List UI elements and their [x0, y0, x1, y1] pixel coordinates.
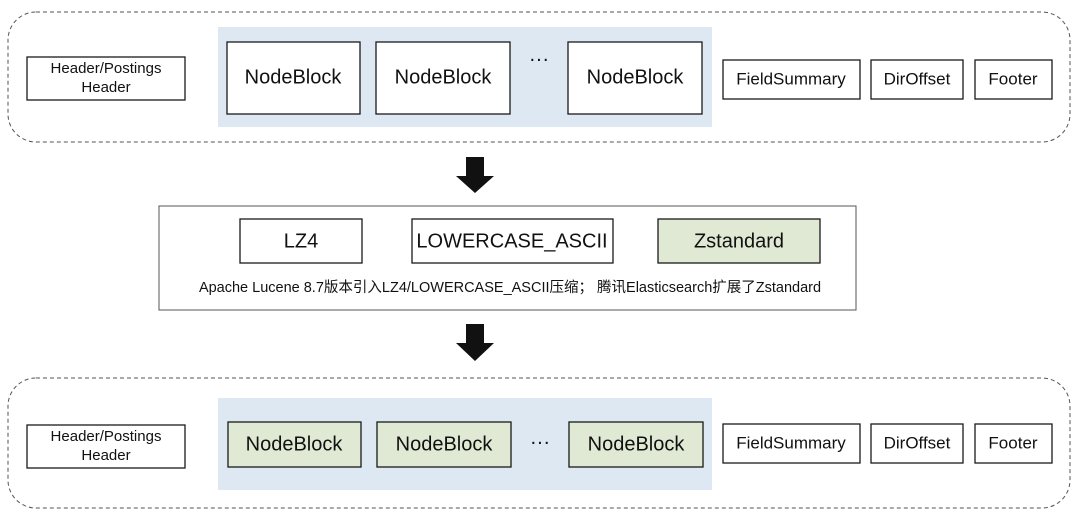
bottom-nodeblock-3-label: NodeBlock — [588, 433, 686, 455]
top-fieldsummary-label: FieldSummary — [736, 69, 846, 88]
top-nodeblock-2 — [375, 41, 511, 115]
compression-option-lz4-label: LZ4 — [284, 230, 318, 252]
bottom-row: Header/Postings Header NodeBlock NodeBlo… — [7, 377, 1071, 509]
top-header-line-1: Header/Postings — [51, 60, 162, 77]
compression-option-lz4 — [239, 218, 363, 264]
bottom-fieldsummary-block — [722, 423, 861, 464]
top-row-dashed-frame — [7, 11, 1071, 143]
bottom-nodeblock-1-label: NodeBlock — [246, 433, 344, 455]
top-row: Header/Postings Header NodeBlock NodeBlo… — [7, 11, 1071, 143]
top-nodeblock-2-label: NodeBlock — [395, 66, 493, 88]
top-footer-label: Footer — [988, 69, 1037, 88]
top-header-line-2: Header — [81, 79, 130, 96]
down-arrow-icon — [456, 157, 494, 193]
bottom-fieldsummary-label: FieldSummary — [736, 433, 846, 452]
bottom-diroffset-label: DirOffset — [884, 433, 951, 452]
top-nodeblock-3-label: NodeBlock — [587, 66, 685, 88]
bottom-footer-block — [974, 423, 1053, 464]
compression-note: Apache Lucene 8.7版本引入LZ4/LOWERCASE_ASCII… — [199, 279, 821, 296]
compression-option-zstandard — [657, 218, 821, 264]
bottom-footer-label: Footer — [988, 433, 1037, 452]
down-arrow-icon — [456, 324, 494, 361]
top-nodeblock-3 — [567, 41, 703, 115]
bottom-ellipsis: ··· — [530, 431, 550, 453]
compression-option-lowercase-ascii-label: LOWERCASE_ASCII — [416, 230, 607, 252]
compression-option-lowercase-ascii — [411, 218, 614, 264]
top-ellipsis: ··· — [529, 48, 549, 70]
top-header-block — [26, 56, 186, 101]
bottom-header-line-2: Header — [81, 447, 130, 464]
bottom-header-line-1: Header/Postings — [51, 428, 162, 445]
compression-panel: LZ4 LOWERCASE_ASCII Zstandard Apache Luc… — [158, 205, 857, 311]
top-footer-block — [974, 59, 1053, 100]
bottom-nodeblock-3 — [568, 421, 704, 468]
compression-option-zstandard-label: Zstandard — [694, 230, 784, 252]
top-fieldsummary-block — [722, 59, 861, 100]
bottom-header-block — [26, 424, 186, 469]
bottom-nodeblock-2 — [376, 421, 512, 468]
top-nodeblock-1 — [226, 41, 361, 115]
bottom-nodeblock-2-label: NodeBlock — [396, 433, 494, 455]
top-nodeblock-1-label: NodeBlock — [245, 66, 343, 88]
top-diroffset-label: DirOffset — [884, 69, 951, 88]
top-diroffset-block — [870, 59, 964, 100]
bottom-nodeblock-1 — [227, 421, 362, 468]
bottom-row-dashed-frame — [7, 377, 1071, 509]
bottom-diroffset-block — [870, 423, 964, 464]
